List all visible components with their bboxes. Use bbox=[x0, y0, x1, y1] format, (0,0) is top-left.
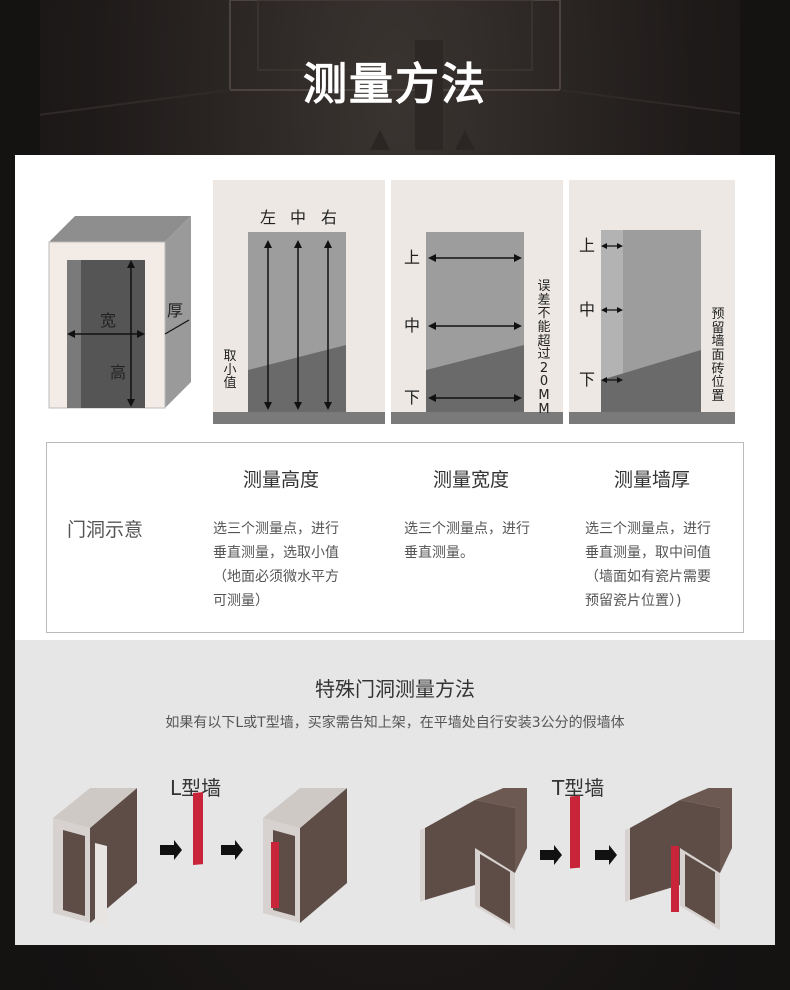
thickness-label: 厚 bbox=[167, 301, 184, 320]
measurement-section: 宽 高 厚 左 中 右 取小 bbox=[15, 155, 775, 640]
special-section: 特殊门洞测量方法 如果有以下L或T型墙，买家需告知上架，在平墙处自行安装3公分的… bbox=[15, 640, 775, 945]
desc-thickness: 选三个测量点，进行 垂直测量，取中间值 （墙面如有瓷片需要 预留瓷片位置）) bbox=[585, 521, 711, 609]
col-heading-thickness: 测量墙厚 bbox=[614, 469, 691, 491]
desc-height: 选三个测量点，进行 垂直测量，选取小值 （地面必须微水平方 可测量） bbox=[213, 521, 339, 609]
pos-right: 右 bbox=[321, 208, 338, 227]
height-label: 高 bbox=[110, 363, 127, 382]
measurement-table: 测量高度 测量宽度 测量墙厚 门洞示意 选三个测量点，进行 垂直测量，选取小值 … bbox=[46, 442, 744, 633]
page-title: 测量方法 bbox=[303, 59, 487, 110]
thick-pos-bottom: 下 bbox=[579, 370, 596, 389]
height-side-note: 取小值 bbox=[223, 349, 237, 392]
width-measure-diagram: 上 中 下 误差不能超过20MM bbox=[391, 180, 563, 424]
pos-top: 上 bbox=[404, 248, 421, 267]
pos-center: 中 bbox=[290, 208, 307, 227]
special-subtitle: 如果有以下L或T型墙，买家需告知上架，在平墙处自行安装3公分的假墙体 bbox=[165, 715, 625, 731]
pos-middle: 中 bbox=[404, 316, 421, 335]
thickness-measure-diagram: 上 中 下 预留墙面砖位置 bbox=[569, 180, 735, 424]
thickness-side-note: 预留墙面砖位置 bbox=[711, 307, 725, 404]
col-heading-height: 测量高度 bbox=[243, 469, 320, 491]
pos-bottom: 下 bbox=[404, 388, 421, 407]
desc-width: 选三个测量点，进行 垂直测量。 bbox=[404, 521, 530, 561]
height-measure-diagram: 左 中 右 取小值 bbox=[213, 180, 385, 424]
col-heading-width: 测量宽度 bbox=[433, 469, 510, 491]
thick-pos-middle: 中 bbox=[579, 300, 596, 319]
l-wall-illustration bbox=[53, 788, 347, 926]
special-title: 特殊门洞测量方法 bbox=[315, 677, 475, 701]
t-wall-illustration bbox=[420, 788, 732, 930]
thick-pos-top: 上 bbox=[579, 236, 596, 255]
content-panel: 宽 高 厚 左 中 右 取小 bbox=[15, 155, 775, 945]
width-side-note: 误差不能超过20MM bbox=[537, 279, 551, 417]
pos-left: 左 bbox=[260, 208, 277, 227]
width-label: 宽 bbox=[100, 311, 117, 330]
door-frame-diagram bbox=[48, 216, 191, 409]
row-label: 门洞示意 bbox=[67, 519, 144, 541]
